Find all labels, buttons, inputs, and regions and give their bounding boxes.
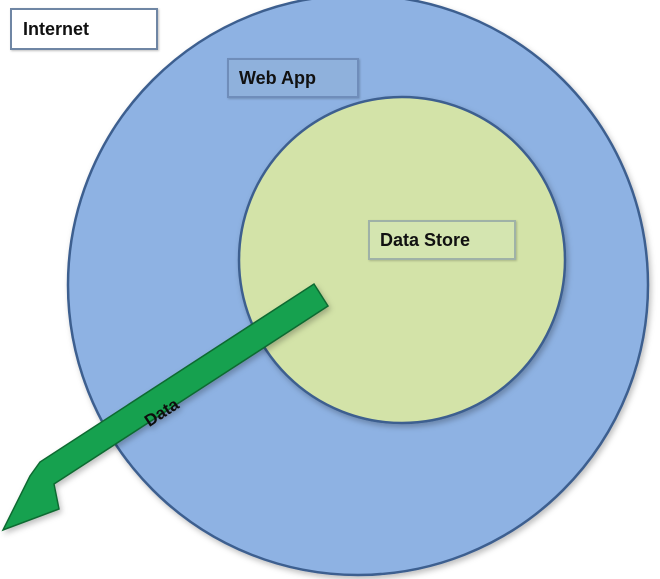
- data-store-circle: [237, 95, 567, 425]
- data-arrow-shape: [1, 282, 330, 532]
- internet-label: Internet: [10, 8, 158, 50]
- data-store-label: Data Store: [368, 220, 516, 260]
- data-store-label-text: Data Store: [380, 229, 471, 250]
- web-app-label-text: Web App: [239, 67, 316, 88]
- internet-label-text: Internet: [23, 18, 90, 39]
- web-app-label: Web App: [227, 58, 359, 98]
